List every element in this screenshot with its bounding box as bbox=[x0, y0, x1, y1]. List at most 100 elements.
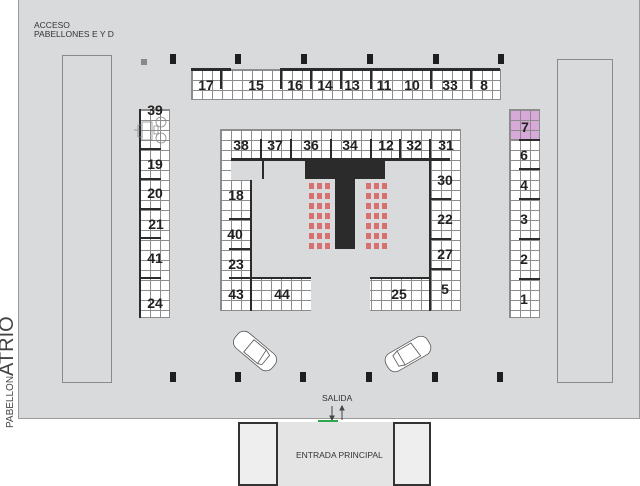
stand-41[interactable]: 41 bbox=[147, 250, 163, 266]
stand-15[interactable]: 15 bbox=[248, 77, 264, 93]
main-entrance-label: ENTRADA PRINCIPAL bbox=[296, 450, 383, 460]
stand-13[interactable]: 13 bbox=[344, 77, 360, 93]
stand-38[interactable]: 38 bbox=[233, 137, 249, 153]
stand-22[interactable]: 22 bbox=[437, 211, 453, 227]
stand-31[interactable]: 31 bbox=[438, 137, 454, 153]
exit-arrows-icon bbox=[329, 405, 345, 421]
column-post bbox=[366, 372, 372, 382]
seat bbox=[317, 233, 322, 239]
stand-34[interactable]: 34 bbox=[342, 137, 358, 153]
wall bbox=[370, 69, 372, 89]
seat bbox=[325, 233, 330, 239]
seat bbox=[317, 193, 322, 199]
wall bbox=[260, 139, 262, 159]
seat bbox=[309, 203, 314, 209]
stand-19[interactable]: 19 bbox=[147, 156, 163, 172]
wall bbox=[430, 268, 451, 270]
stand-14[interactable]: 14 bbox=[317, 77, 333, 93]
wall bbox=[280, 68, 500, 71]
seat bbox=[374, 193, 379, 199]
stand-30[interactable]: 30 bbox=[437, 172, 453, 188]
stand-27[interactable]: 27 bbox=[437, 246, 453, 262]
seat bbox=[317, 203, 322, 209]
seat bbox=[374, 213, 379, 219]
stand-37[interactable]: 37 bbox=[267, 137, 283, 153]
stand-2[interactable]: 2 bbox=[520, 251, 528, 267]
column-post bbox=[301, 54, 307, 64]
wall bbox=[519, 238, 540, 240]
stand-43[interactable]: 43 bbox=[228, 286, 244, 302]
stand-12[interactable]: 12 bbox=[378, 137, 394, 153]
wall bbox=[191, 68, 231, 71]
stand-7[interactable]: 7 bbox=[521, 119, 529, 135]
stand-44[interactable]: 44 bbox=[274, 286, 290, 302]
seat bbox=[325, 243, 330, 249]
seat bbox=[325, 223, 330, 229]
column-post bbox=[367, 54, 373, 64]
wall bbox=[370, 277, 430, 279]
wall bbox=[340, 69, 342, 89]
stand-39[interactable]: 39 bbox=[147, 102, 163, 118]
stand-17[interactable]: 17 bbox=[198, 77, 214, 93]
marker-square bbox=[141, 59, 147, 65]
entrance-door[interactable] bbox=[318, 420, 338, 422]
seat bbox=[382, 243, 387, 249]
stand-3[interactable]: 3 bbox=[520, 211, 528, 227]
access-label: ACCESO PABELLONES E Y D bbox=[34, 21, 114, 39]
stand-10[interactable]: 10 bbox=[404, 77, 420, 93]
left-stand-column bbox=[139, 109, 170, 318]
wall bbox=[262, 158, 264, 179]
wall bbox=[139, 208, 161, 210]
stand-11[interactable]: 11 bbox=[376, 77, 392, 93]
seat bbox=[382, 233, 387, 239]
stand-7-highlight[interactable] bbox=[509, 109, 540, 140]
stand-8[interactable]: 8 bbox=[480, 77, 488, 93]
seat bbox=[309, 183, 314, 189]
column-post bbox=[498, 54, 504, 64]
seat bbox=[309, 193, 314, 199]
stand-32[interactable]: 32 bbox=[406, 137, 422, 153]
stand-6[interactable]: 6 bbox=[520, 147, 528, 163]
column-post bbox=[235, 54, 241, 64]
pavilion-small-text: PABELLON bbox=[5, 375, 16, 428]
stand-4[interactable]: 4 bbox=[520, 177, 528, 193]
furniture-icon bbox=[134, 116, 167, 144]
stand-25[interactable]: 25 bbox=[391, 286, 407, 302]
wall bbox=[399, 139, 401, 159]
seat bbox=[382, 223, 387, 229]
seat bbox=[382, 213, 387, 219]
stand-40[interactable]: 40 bbox=[227, 226, 243, 242]
stand-33[interactable]: 33 bbox=[442, 77, 458, 93]
stand-23[interactable]: 23 bbox=[228, 256, 244, 272]
wall bbox=[429, 158, 431, 311]
stand-5[interactable]: 5 bbox=[441, 281, 449, 297]
stand-24[interactable]: 24 bbox=[147, 295, 163, 311]
column-post bbox=[433, 54, 439, 64]
seat bbox=[366, 193, 371, 199]
pavilion-label: PABELLONATRIO bbox=[0, 316, 19, 428]
stand-21[interactable]: 21 bbox=[148, 216, 164, 232]
stand-1[interactable]: 1 bbox=[520, 291, 528, 307]
wall bbox=[220, 69, 222, 89]
stand-16[interactable]: 16 bbox=[287, 77, 303, 93]
seat bbox=[374, 223, 379, 229]
stand-20[interactable]: 20 bbox=[147, 185, 163, 201]
column-post bbox=[497, 372, 503, 382]
wall bbox=[229, 277, 251, 279]
wall bbox=[430, 69, 432, 89]
column-post bbox=[170, 54, 176, 64]
seat bbox=[382, 183, 387, 189]
wall bbox=[519, 278, 540, 280]
stand-18[interactable]: 18 bbox=[228, 187, 244, 203]
wall bbox=[310, 69, 312, 89]
main-entrance-hall bbox=[276, 422, 395, 486]
wall bbox=[139, 148, 161, 150]
stand-36[interactable]: 36 bbox=[303, 137, 319, 153]
column-post bbox=[170, 372, 176, 382]
seat bbox=[309, 233, 314, 239]
center-hall-opening bbox=[311, 277, 370, 311]
wall bbox=[139, 277, 161, 279]
wall bbox=[519, 198, 540, 200]
seat bbox=[374, 233, 379, 239]
seat bbox=[317, 223, 322, 229]
